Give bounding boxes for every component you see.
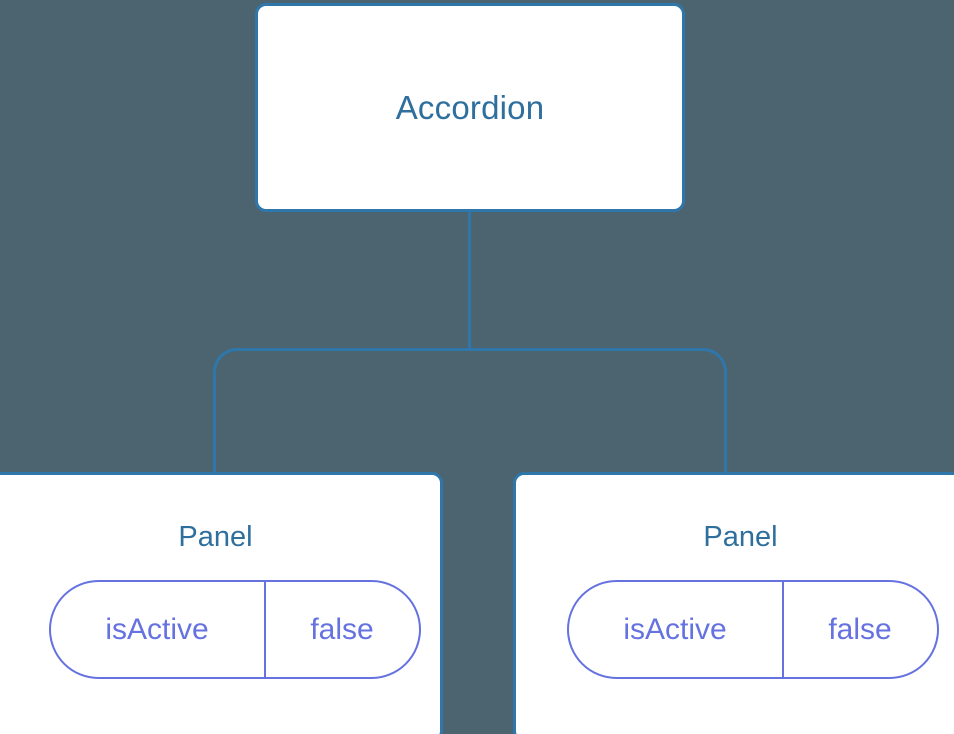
- node-accordion[interactable]: Accordion: [255, 3, 685, 212]
- prop-value-label: false: [263, 582, 419, 677]
- prop-key-label: isActive: [105, 612, 209, 646]
- prop-pill-isactive-left[interactable]: isActive false: [48, 580, 421, 679]
- node-panel-left-title: Panel: [178, 521, 253, 553]
- prop-value-label: false: [781, 582, 937, 677]
- prop-key-label: isActive: [623, 612, 727, 646]
- node-panel-right[interactable]: Panel isActive false: [513, 472, 954, 734]
- node-panel-right-title: Panel: [703, 521, 778, 553]
- node-accordion-title: Accordion: [395, 89, 545, 126]
- node-panel-left[interactable]: Panel isActive false: [0, 472, 443, 734]
- prop-pill-isactive-right[interactable]: isActive false: [566, 580, 939, 679]
- edge-branch-rail: [213, 348, 727, 474]
- edge-root-stem: [468, 210, 471, 350]
